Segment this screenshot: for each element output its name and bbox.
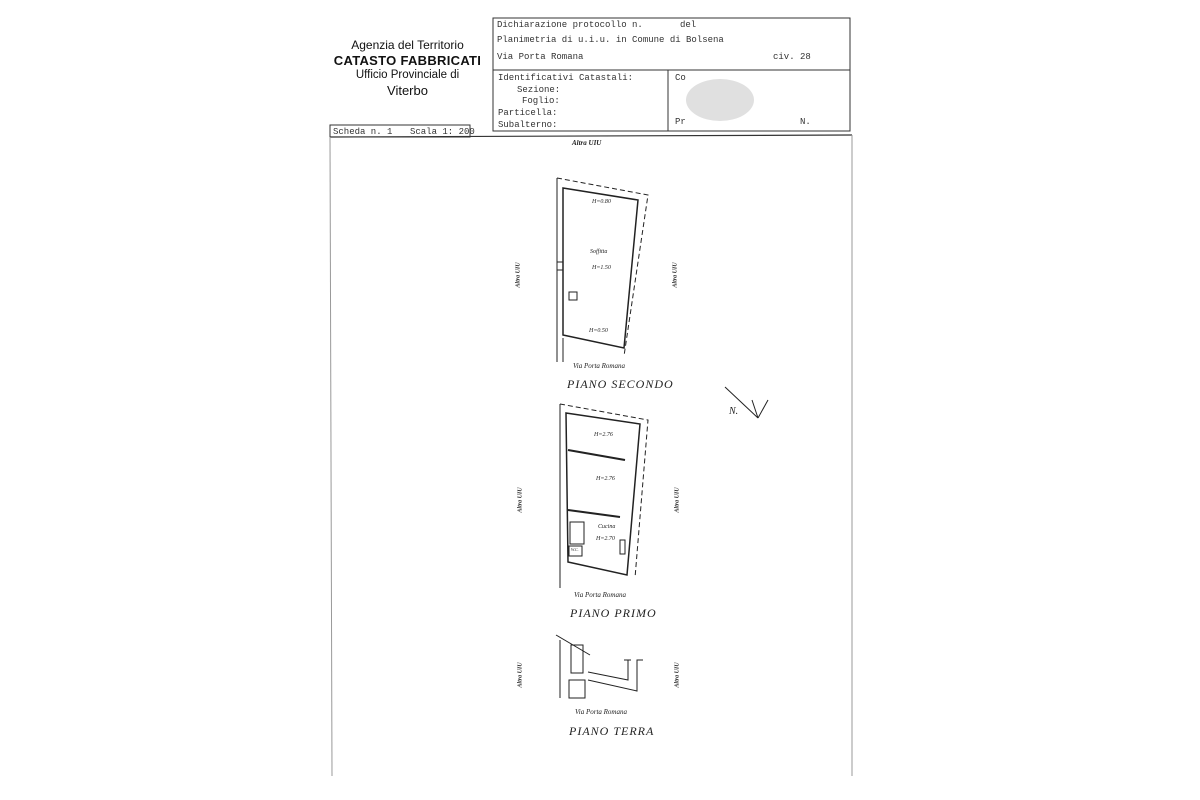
- room-label-cucina: Cucina: [598, 524, 616, 530]
- top-neighbor-label: Altra UIU: [572, 139, 602, 147]
- address: Via Porta Romana: [497, 52, 584, 62]
- identifiers-title: Identificativi Catastali:: [498, 73, 634, 83]
- floor-plan-terra: [555, 634, 643, 699]
- room-label-soffitta: Soffitta: [590, 249, 608, 255]
- north-arrow-icon: [724, 386, 769, 419]
- agency-block: Agenzia del Territorio CATASTO FABBRICAT…: [330, 38, 485, 98]
- floor-title-terra: PIANO TERRA: [569, 724, 655, 738]
- neighbor-left: Altra UIU: [515, 262, 522, 288]
- height-label: H=2.70: [596, 536, 615, 542]
- height-label: H=2.76: [596, 476, 615, 482]
- protocol-label: Dichiarazione protocollo n.: [497, 20, 643, 30]
- height-label: H=0.80: [592, 199, 611, 205]
- agency-name: Agenzia del Territorio: [351, 38, 464, 52]
- room-label-wc: W.C.: [571, 547, 579, 552]
- neighbor-right: Altra UIU: [674, 487, 681, 513]
- floor-title-secondo: PIANO SECONDO: [567, 377, 674, 391]
- sezione-label: Sezione:: [517, 85, 561, 95]
- height-label: H=1.50: [592, 265, 611, 271]
- office-city: Viterbo: [387, 83, 428, 98]
- subalterno-label: Subalterno:: [498, 120, 558, 130]
- scheda-number: Scheda n. 1: [333, 127, 393, 137]
- redaction-blur: [686, 79, 754, 121]
- scale: Scala 1: 200: [410, 127, 475, 137]
- protocol-date-label: del: [680, 20, 697, 30]
- neighbor-right: Altra UIU: [672, 262, 679, 288]
- particella-label: Particella:: [498, 108, 558, 118]
- height-label: H=2.76: [594, 432, 613, 438]
- civic-number: civ. 28: [773, 52, 811, 62]
- neighbor-right: Altra UIU: [674, 662, 681, 688]
- north-label: N.: [729, 406, 739, 417]
- planimetry-label: Planimetria di u.i.u. in Comune di Bolse…: [497, 35, 724, 45]
- floor-plan-primo: [559, 403, 649, 588]
- header-box: [492, 17, 851, 132]
- redacted-bottom-right: N.: [800, 117, 811, 127]
- foglio-label: Foglio:: [522, 96, 560, 106]
- street-label: Via Porta Romana: [573, 362, 625, 370]
- neighbor-left: Altra UIU: [517, 487, 524, 513]
- redacted-top: Co: [675, 73, 686, 83]
- redacted-bottom-left: Pr: [675, 117, 686, 127]
- street-label: Via Porta Romana: [574, 591, 626, 599]
- floor-plan-secondo: [556, 177, 649, 362]
- street-label: Via Porta Romana: [575, 708, 627, 716]
- neighbor-left: Altra UIU: [517, 662, 524, 688]
- catasto-title: CATASTO FABBRICATI: [333, 53, 482, 68]
- floor-title-primo: PIANO PRIMO: [570, 606, 657, 620]
- office-label: Ufficio Provinciale di: [355, 69, 460, 81]
- height-label: H=0.50: [589, 328, 608, 334]
